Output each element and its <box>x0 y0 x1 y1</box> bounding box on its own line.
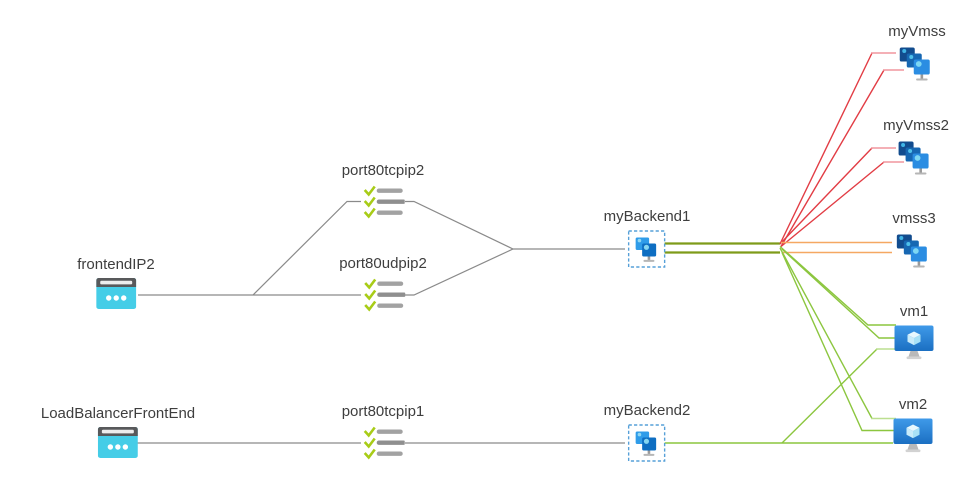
frontend-ip-icon[interactable] <box>96 278 136 309</box>
node-port80tcpip2[interactable]: port80tcpip2 <box>341 161 425 220</box>
orange-wire-group <box>781 241 892 254</box>
edge-frontendip2-port80tcpip2 <box>252 200 361 296</box>
edge-mybackend1-myvmss2-1 <box>779 147 873 245</box>
node-myvmss[interactable]: myVmss <box>888 22 946 85</box>
green-wire-group <box>664 245 896 444</box>
node-label: myVmss <box>888 23 946 40</box>
node-label: frontendIP2 <box>77 256 155 273</box>
vmss-icon[interactable] <box>897 45 937 85</box>
node-port80tcpip1[interactable]: port80tcpip1 <box>341 402 425 461</box>
node-port80udpip2[interactable]: port80udpip2 <box>339 254 427 313</box>
vm-icon[interactable] <box>894 325 934 362</box>
node-vmss3[interactable]: vmss3 <box>892 209 936 272</box>
olive-trunk-group <box>664 242 780 254</box>
node-label: myVmss2 <box>883 117 949 134</box>
node-label: vm2 <box>898 396 928 413</box>
frontend-ip-icon[interactable] <box>98 427 138 458</box>
node-myvmss2[interactable]: myVmss2 <box>883 116 949 179</box>
edge-mybackend1-myvmss-2 <box>780 69 885 247</box>
vm-icon[interactable] <box>893 418 933 455</box>
edge-mybackend1-vm1-2 <box>781 248 896 339</box>
edge-mybackend2-vm1 <box>781 348 878 444</box>
lb-rule-icon[interactable] <box>361 277 405 313</box>
backend-pool-icon[interactable] <box>628 230 666 268</box>
node-vm1[interactable]: vm1 <box>894 302 934 362</box>
node-label: vmss3 <box>892 210 936 227</box>
node-frontendip2[interactable]: frontendIP2 <box>77 255 155 309</box>
node-vm2[interactable]: vm2 <box>893 395 933 455</box>
edge-port80tcpip2-mybackend1 <box>405 200 625 250</box>
edge-mybackend1-vm2-1 <box>779 247 873 419</box>
green-stub-group <box>871 348 896 420</box>
vmss-icon[interactable] <box>894 232 934 272</box>
node-label: port80tcpip2 <box>341 162 425 179</box>
node-label: vm1 <box>899 303 929 320</box>
vmss-icon[interactable] <box>896 139 936 179</box>
red-wire-group <box>779 52 885 248</box>
backend-pool-icon[interactable] <box>628 424 666 462</box>
node-label: myBackend1 <box>603 208 691 225</box>
lb-rule-icon[interactable] <box>361 184 405 220</box>
node-mybackend1[interactable]: myBackend1 <box>603 207 691 268</box>
node-label: port80udpip2 <box>339 255 427 272</box>
node-label: port80tcpip1 <box>341 403 425 420</box>
edge-mybackend1-myvmss-1 <box>779 52 873 245</box>
node-label: LoadBalancerFrontEnd <box>40 405 196 422</box>
gray-wire-group <box>137 200 625 444</box>
edge-mybackend1-myvmss2-2 <box>780 161 885 248</box>
edge-mybackend1-vm2-2 <box>781 252 896 432</box>
edge-mybackend1-vm1-1 <box>779 245 896 326</box>
red-stub-group <box>871 52 904 163</box>
edge-port80udpip2-mybackend1 <box>405 248 514 296</box>
node-loadbalancerfrontend[interactable]: LoadBalancerFrontEnd <box>41 404 195 458</box>
lb-rule-icon[interactable] <box>361 425 405 461</box>
node-label: myBackend2 <box>603 402 691 419</box>
node-mybackend2[interactable]: myBackend2 <box>603 401 691 462</box>
